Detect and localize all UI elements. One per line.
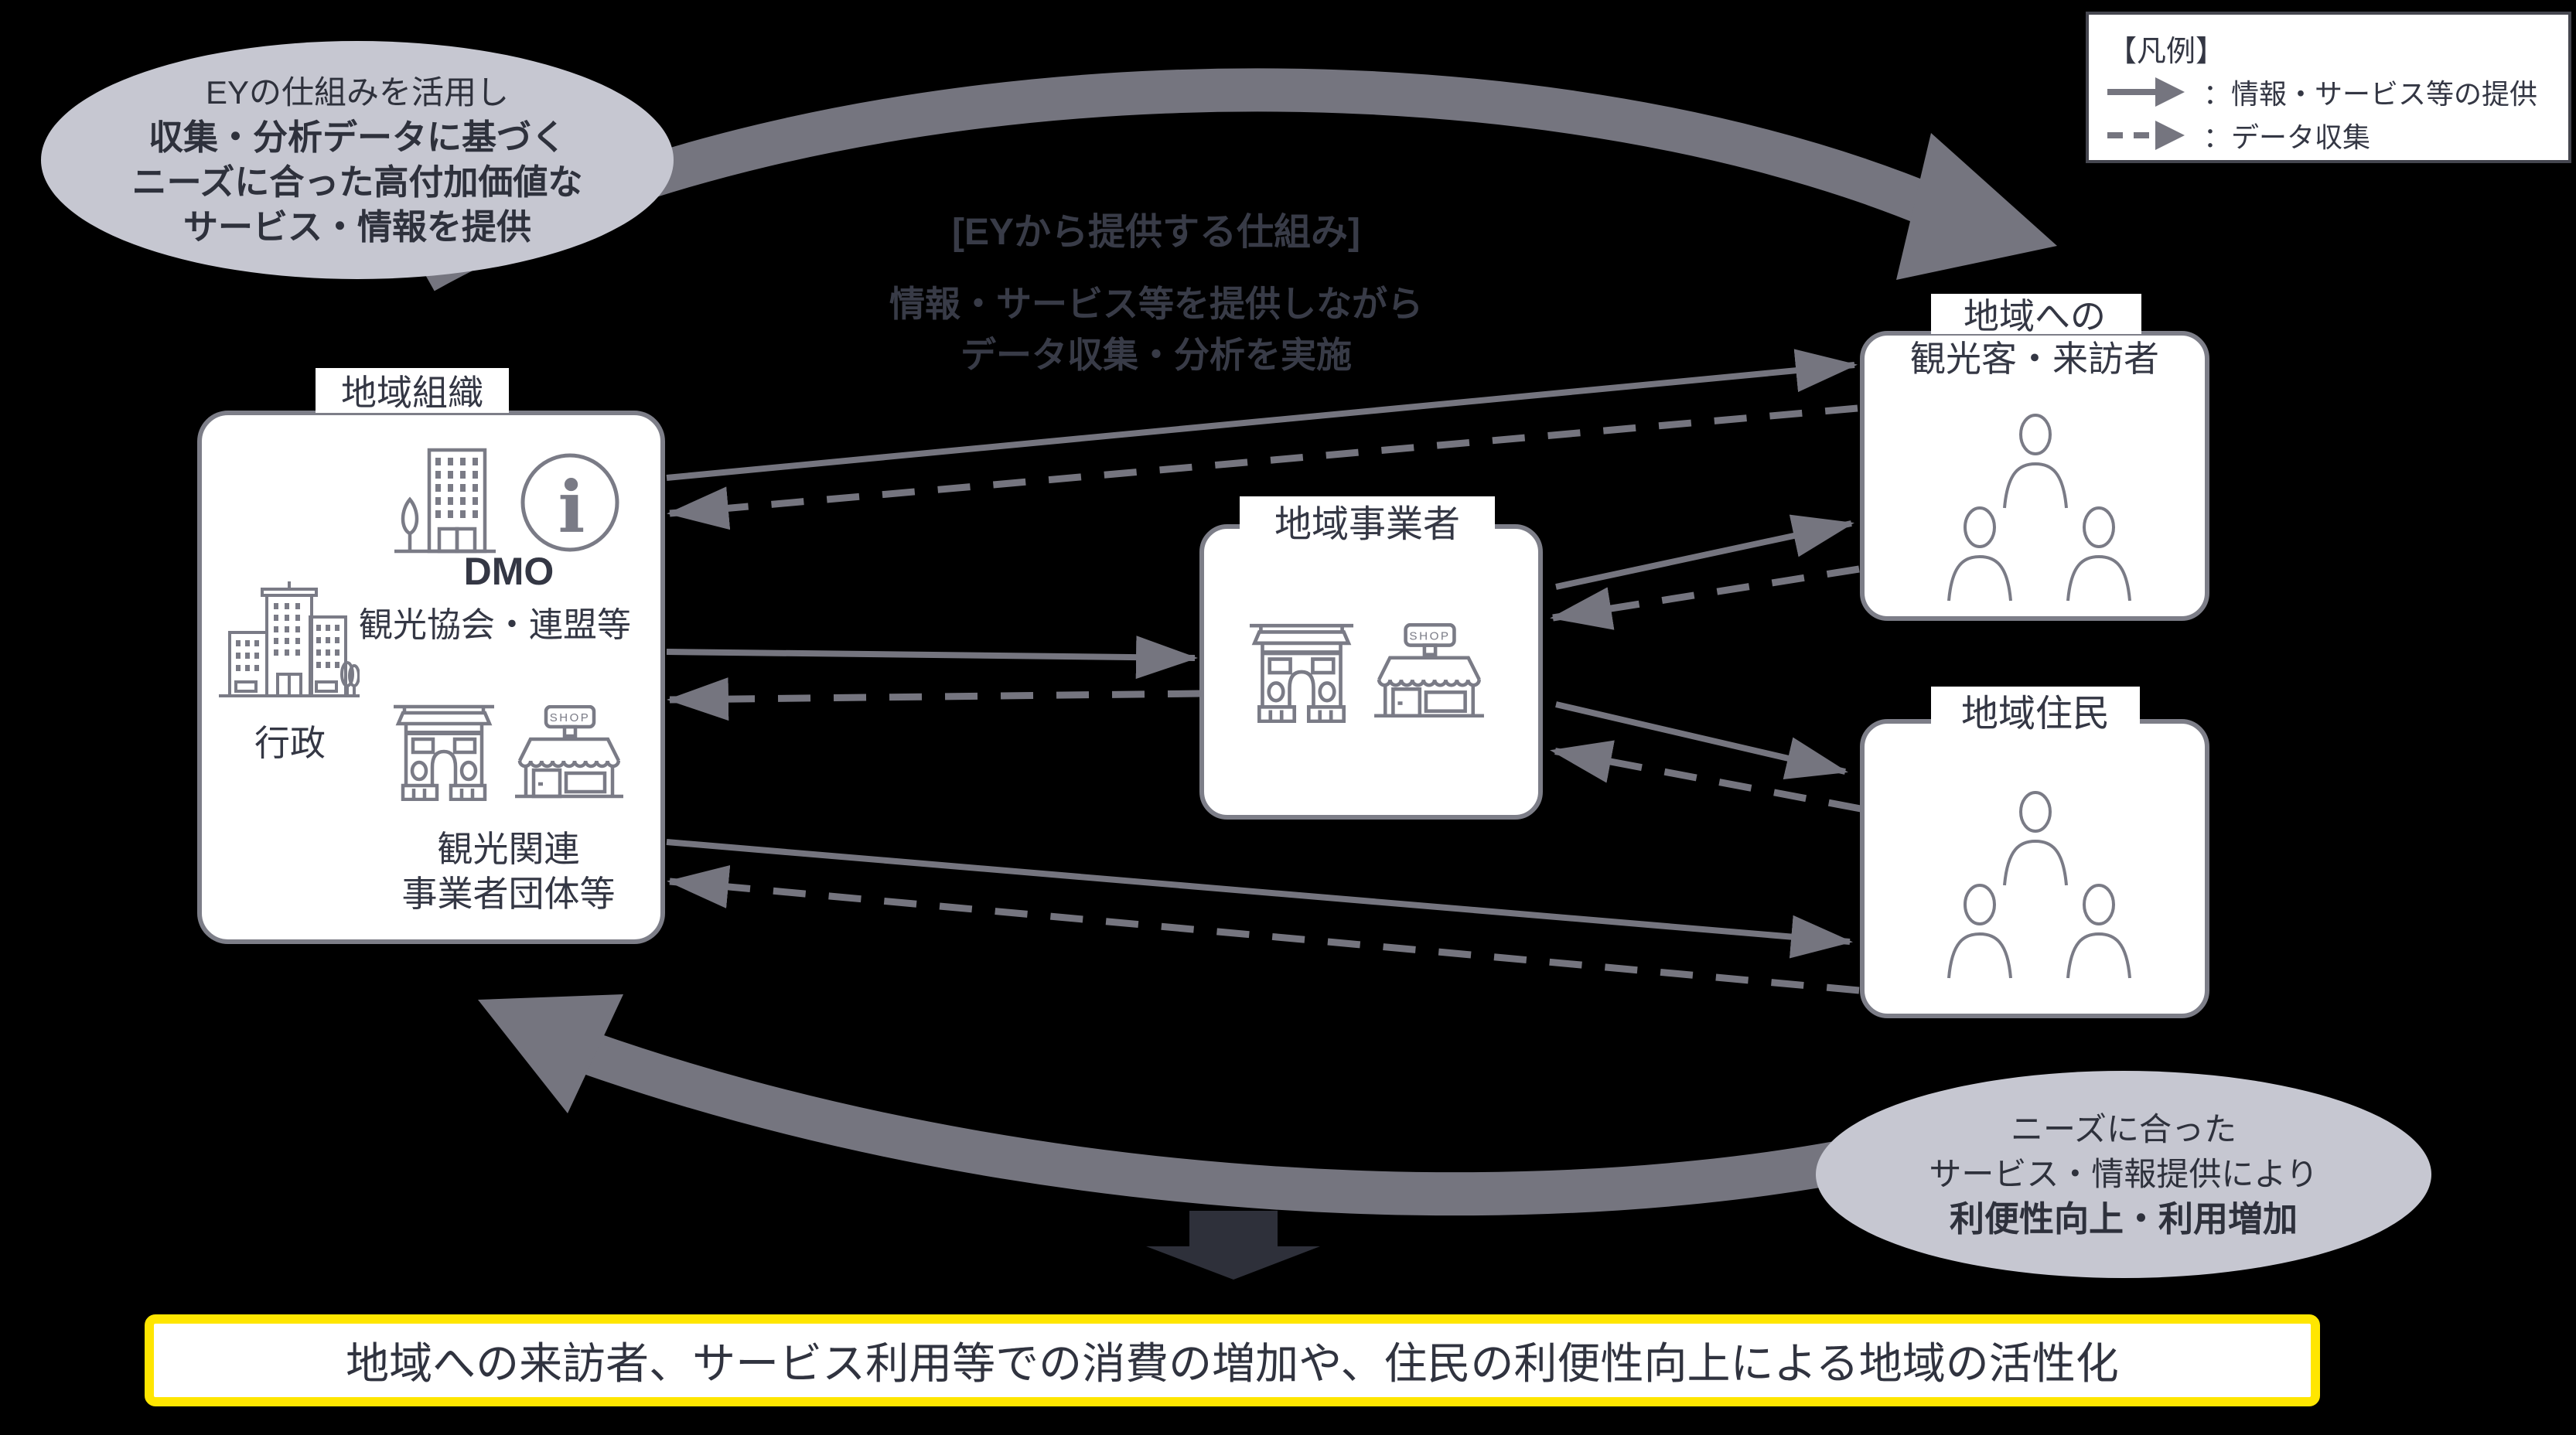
legend-title: 【凡例】 <box>2107 36 2226 68</box>
tourism-related-label-2: 事業者団体等 <box>401 874 616 914</box>
svg-text:i: i <box>558 465 585 549</box>
tourists-title-line1: 地域への <box>1964 296 2106 336</box>
arrow-org-to-business <box>666 636 1198 680</box>
regional-org-box <box>197 411 665 944</box>
bubble-line: 収集・分析データに基づく <box>148 118 566 157</box>
arrow-org-to-tourists <box>666 349 1858 481</box>
legend-dashed-arrow-icon <box>2107 121 2185 150</box>
shop-icon: SHOP <box>515 705 623 799</box>
tourists-title: 地域への 観光客・来訪者 <box>1860 295 2209 380</box>
legend: 【凡例】 ：情報・サービス等の提供 ：データ収集 <box>2086 12 2571 163</box>
office-building-icon <box>394 448 496 554</box>
down-arrow <box>1146 1211 1320 1280</box>
ey-scheme-note: [EYから提供する仕組み] 情報・サービス等を提供しながら データ収集・分析を実… <box>789 210 1523 380</box>
dashed-residents-to-business <box>1550 740 1861 813</box>
people-group-icon <box>1947 791 2131 979</box>
dashed-business-to-org <box>667 677 1201 721</box>
regional-org-title: 地域組織 <box>316 368 509 413</box>
shop-icon: SHOP <box>1374 623 1484 718</box>
ey-scheme-line: 情報・サービス等を提供しながら <box>889 284 1423 324</box>
bubble-line: サービス・情報提供により <box>1929 1156 2318 1192</box>
arrow-org-to-residents <box>666 839 1853 959</box>
svg-text:SHOP: SHOP <box>1409 629 1450 643</box>
benefit-bubble-top-left: EYの仕組みを活用し 収集・分析データに基づく ニーズに合った高付加価値な サー… <box>41 41 674 279</box>
bubble-line: ニーズに合った高付加価値な <box>131 162 583 202</box>
ey-scheme-line: データ収集・分析を実施 <box>960 335 1352 375</box>
regional-business-title: 地域事業者 <box>1240 496 1495 545</box>
tourism-related-label-1: 観光関連 <box>437 829 580 869</box>
bottom-banner: 地域への来訪者、サービス利用等での消費の増加や、住民の利便性向上による地域の活性… <box>145 1314 2320 1406</box>
cycle-arrow-bottom <box>478 994 1987 1216</box>
legend-item-label: ：データ収集 <box>2203 121 2371 153</box>
people-group-icon <box>1947 414 2131 602</box>
tourists-label-bg <box>1931 294 2141 334</box>
bubble-line: サービス・情報を提供 <box>183 207 531 247</box>
arch-monument-icon <box>394 704 494 801</box>
bottom-banner-text: 地域への来訪者、サービス利用等での消費の増加や、住民の利便性向上による地域の活性… <box>346 1339 2119 1388</box>
tourists-title-line2: 観光客・来訪者 <box>1910 339 2159 379</box>
regional-business-box <box>1199 524 1543 820</box>
ey-scheme-title: [EYから提供する仕組み] <box>951 212 1360 253</box>
government-label: 行政 <box>254 723 326 763</box>
dmo-sub-label: 観光協会・連盟等 <box>359 606 631 644</box>
government-building-icon <box>219 581 360 697</box>
bubble-line: ニーズに合った <box>2011 1111 2237 1147</box>
dashed-residents-to-org <box>667 865 1860 994</box>
residents-box <box>1860 719 2209 1018</box>
arrow-business-to-residents <box>1555 701 1848 780</box>
svg-text:SHOP: SHOP <box>550 711 591 724</box>
info-icon: i <box>520 453 619 552</box>
arrow-business-to-tourists <box>1555 514 1854 590</box>
dashed-tourists-to-org <box>667 404 1858 530</box>
residents-title: 地域住民 <box>1931 687 2140 735</box>
benefit-bubble-bottom-right: ニーズに合った サービス・情報提供により 利便性向上・利用増加 <box>1816 1071 2431 1278</box>
tourists-box <box>1860 331 2209 621</box>
legend-solid-arrow-icon <box>2107 77 2185 107</box>
bubble-line: 利便性向上・利用増加 <box>1949 1199 2298 1239</box>
legend-item-label: ：情報・サービス等の提供 <box>2203 78 2538 110</box>
arch-monument-icon <box>1249 623 1354 723</box>
bubble-line: EYの仕組みを活用し <box>205 74 510 111</box>
dmo-label: DMO <box>463 550 554 593</box>
